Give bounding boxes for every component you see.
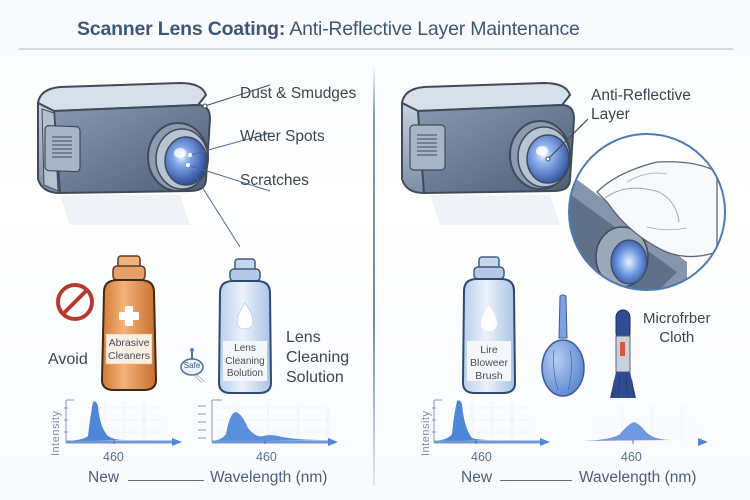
callout-dust-smudges: Dust & Smudges: [240, 85, 357, 102]
caption-line3: Solution: [286, 369, 344, 386]
callout-line2: Layer: [591, 106, 630, 124]
x-axis-label-right: Wavelength (nm): [579, 469, 697, 486]
blower-brush-bottle-icon: [461, 256, 517, 394]
abrasive-label-line1: Abrasive: [108, 337, 150, 349]
blower-bottle-label: Lire Bloweer Brush: [464, 344, 514, 383]
legend-connector-right: [500, 480, 572, 481]
abrasive-bottle-label: Abrasive Cleaners: [106, 337, 152, 363]
wiping-lens-inset-icon: [568, 133, 726, 291]
solution-label-line2: Cleaning: [225, 355, 265, 367]
abrasive-cleaner-bottle-icon: [100, 255, 158, 391]
solution-label-line3: Bolution: [226, 368, 264, 379]
solution-bottle-label: Lens Cleaning Bolution: [220, 343, 270, 381]
lens-brush-icon: [610, 309, 636, 399]
lens-solution-bottle-icon: [217, 258, 273, 394]
legend-connector: [128, 480, 204, 481]
panel-divider: [373, 66, 375, 486]
title-bold: Scanner Lens Coating:: [77, 18, 286, 40]
scanner-camera-icon: [36, 81, 271, 248]
callout-water-spots: Water Spots: [240, 128, 325, 145]
chart-right-a-tick: 460: [471, 450, 492, 464]
microfiber-cloth-caption: Microfrber Cloth: [643, 310, 711, 348]
y-axis-label: Intensity: [50, 410, 62, 456]
cloth-line2: Cloth: [659, 328, 695, 346]
callout-line1: Anti-Reflective: [591, 87, 691, 104]
scanner-camera-icon-right: [400, 81, 589, 225]
chart-right-b-tick: 460: [621, 450, 642, 464]
callout-scratches: Scratches: [240, 172, 309, 189]
spectrum-chart-right-a: [432, 399, 550, 446]
spectrum-chart-left-b: [198, 399, 338, 446]
legend-new: New: [88, 469, 120, 486]
legend-new-right: New: [461, 469, 493, 486]
safe-tag-label: Safe: [183, 361, 201, 370]
blower-label-line2: Bloweer: [470, 357, 508, 370]
solution-label-line1: Lens: [234, 343, 256, 354]
cloth-line1: Microfrber: [643, 310, 711, 327]
spectrum-chart-right-b: [562, 404, 708, 446]
chart-left-a-tick: 460: [103, 450, 124, 464]
caption-line2: Cleaning: [286, 349, 350, 366]
blower-label-line3: Brush: [475, 370, 503, 383]
safe-tag-icon: [180, 348, 206, 384]
chart-left-b-tick: 460: [256, 450, 277, 464]
title-divider: [19, 48, 733, 50]
y-axis-label-right: Intensity: [420, 410, 432, 456]
lens-solution-caption: Lens Cleaning Solution: [286, 328, 349, 388]
caption-line1: Lens: [286, 329, 321, 346]
avoid-label: Avoid: [48, 351, 88, 368]
abrasive-label-line2: Cleaners: [107, 350, 151, 363]
title-regular: Anti-Reflective Layer Maintenance: [285, 18, 580, 40]
page-title: Scanner Lens Coating: Anti-Reflective La…: [77, 18, 580, 41]
blower-label-line1: Lire: [480, 344, 498, 356]
callout-anti-reflective-layer: Anti-Reflective Layer: [591, 86, 691, 125]
prohibited-icon: [56, 283, 94, 321]
x-axis-label: Wavelength (nm): [210, 469, 328, 486]
spectrum-chart-left-a: [64, 399, 182, 446]
air-blower-bulb-icon: [541, 294, 585, 397]
